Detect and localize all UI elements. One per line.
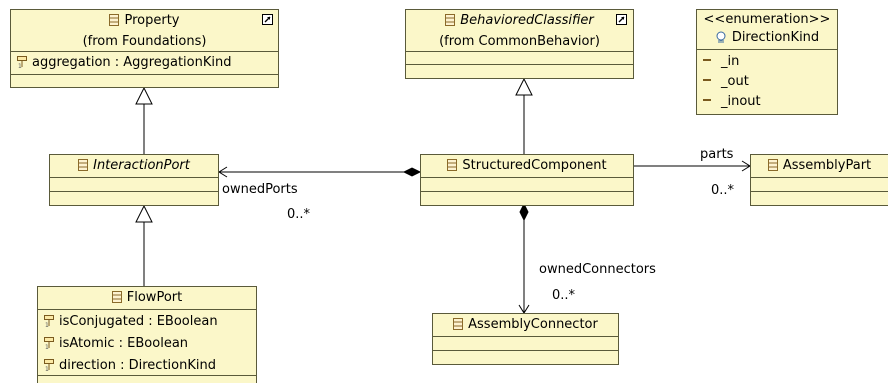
literal-icon (703, 99, 711, 101)
class-header: InteractionPort (50, 155, 218, 177)
class-assembly-part[interactable]: AssemblyPart (750, 154, 888, 206)
attribute-icon: 1 (44, 358, 54, 378)
class-header: Property (from Foundations) (11, 10, 278, 51)
svg-text:1: 1 (45, 322, 49, 327)
attributes-compartment: 1 isConjugated : EBoolean 1 isAtomic : EBo… (38, 309, 256, 375)
class-name: FlowPort (126, 290, 183, 305)
association-owned-connectors (518, 202, 530, 314)
attribute-row[interactable]: 1 isAtomic : EBoolean (38, 334, 256, 356)
attributes-compartment (421, 177, 633, 191)
class-icon (447, 158, 458, 177)
class-assembly-connector[interactable]: AssemblyConnector (432, 313, 619, 365)
multiplicity-parts: 0..* (711, 183, 735, 198)
class-source: (from Foundations) (82, 34, 207, 49)
operations-compartment (433, 350, 618, 364)
attributes-compartment (751, 177, 888, 191)
class-name: BehavioredClassifier (460, 13, 594, 28)
class-name: Property (124, 13, 180, 28)
literals-compartment: _in _out _inout (697, 49, 837, 112)
attribute-label: isConjugated : EBoolean (59, 314, 218, 329)
class-name: DirectionKind (731, 30, 820, 45)
class-interaction-port[interactable]: InteractionPort (49, 154, 219, 206)
class-name: AssemblyConnector (468, 317, 598, 332)
class-icon (111, 290, 122, 309)
attribute-label: aggregation : AggregationKind (32, 55, 232, 70)
class-header: AssemblyConnector (433, 314, 618, 336)
class-header: BehavioredClassifier (from CommonBehavio… (406, 10, 633, 51)
attributes-compartment (433, 336, 618, 350)
association-owned-ports (218, 166, 422, 178)
literal-icon (703, 79, 711, 81)
attribute-icon: 1 (44, 314, 54, 334)
class-header: FlowPort (38, 287, 256, 309)
attribute-row[interactable]: 1 aggregation : AggregationKind (11, 53, 278, 75)
attributes-compartment (50, 177, 218, 191)
operations-compartment (11, 74, 278, 87)
attribute-row[interactable]: 1 isConjugated : EBoolean (38, 312, 256, 334)
class-name: StructuredComponent (462, 158, 607, 173)
class-header: AssemblyPart (751, 155, 888, 177)
role-label-parts: parts (700, 147, 734, 162)
class-icon (445, 13, 456, 32)
class-property[interactable]: Property (from Foundations) 1 aggregation… (10, 9, 279, 88)
literal-label: _out (721, 74, 749, 89)
attribute-label: isAtomic : EBoolean (59, 336, 189, 351)
class-icon (453, 317, 464, 336)
attribute-icon: 1 (44, 336, 54, 356)
literal-label: _in (721, 54, 740, 69)
class-source: (from CommonBehavior) (439, 34, 600, 49)
class-icon (767, 158, 778, 177)
class-flow-port[interactable]: FlowPort 1 isConjugated : EBoolean 1 isAto… (37, 286, 257, 383)
attributes-compartment: 1 aggregation : AggregationKind (11, 51, 278, 74)
multiplicity-owned-connectors: 0..* (552, 288, 576, 303)
generalization-flowport-interactionport (135, 204, 153, 286)
shortcut-icon[interactable] (262, 14, 273, 25)
svg-text:1: 1 (18, 63, 22, 68)
enumeration-icon (715, 31, 727, 49)
attribute-label: direction : DirectionKind (59, 358, 216, 373)
stereotype-label: <<enumeration>> (703, 12, 831, 27)
operations-compartment (421, 191, 633, 205)
operations-compartment (406, 64, 633, 77)
operations-compartment (38, 375, 256, 385)
class-behaviored-classifier[interactable]: BehavioredClassifier (from CommonBehavio… (405, 9, 634, 79)
class-structured-component[interactable]: StructuredComponent (420, 154, 634, 206)
class-name: AssemblyPart (782, 158, 872, 173)
literal-row[interactable]: _in (697, 52, 837, 72)
class-header: <<enumeration>> DirectionKind (697, 10, 837, 49)
literal-label: _inout (721, 94, 761, 109)
role-label-owned-connectors: ownedConnectors (539, 262, 656, 277)
generalization-interactionport-property (135, 86, 153, 154)
literal-icon (703, 59, 711, 61)
operations-compartment (751, 191, 888, 205)
class-name: InteractionPort (93, 158, 190, 173)
attribute-row[interactable]: 1 direction : DirectionKind (38, 356, 256, 378)
class-header: StructuredComponent (421, 155, 633, 177)
shortcut-icon[interactable] (616, 14, 627, 25)
role-label-owned-ports: ownedPorts (222, 182, 298, 197)
svg-text:1: 1 (45, 366, 49, 371)
literal-row[interactable]: _inout (697, 92, 837, 112)
generalization-structuredcomponent-behavioredclassifier (515, 77, 533, 154)
svg-text:1: 1 (45, 344, 49, 349)
class-icon (109, 13, 120, 32)
attribute-icon: 1 (17, 55, 27, 75)
class-icon (78, 158, 89, 177)
multiplicity-owned-ports: 0..* (287, 207, 311, 222)
attributes-compartment (406, 51, 633, 64)
literal-row[interactable]: _out (697, 72, 837, 92)
operations-compartment (50, 191, 218, 205)
enumeration-direction-kind[interactable]: <<enumeration>> DirectionKind _in _out _… (696, 9, 838, 115)
